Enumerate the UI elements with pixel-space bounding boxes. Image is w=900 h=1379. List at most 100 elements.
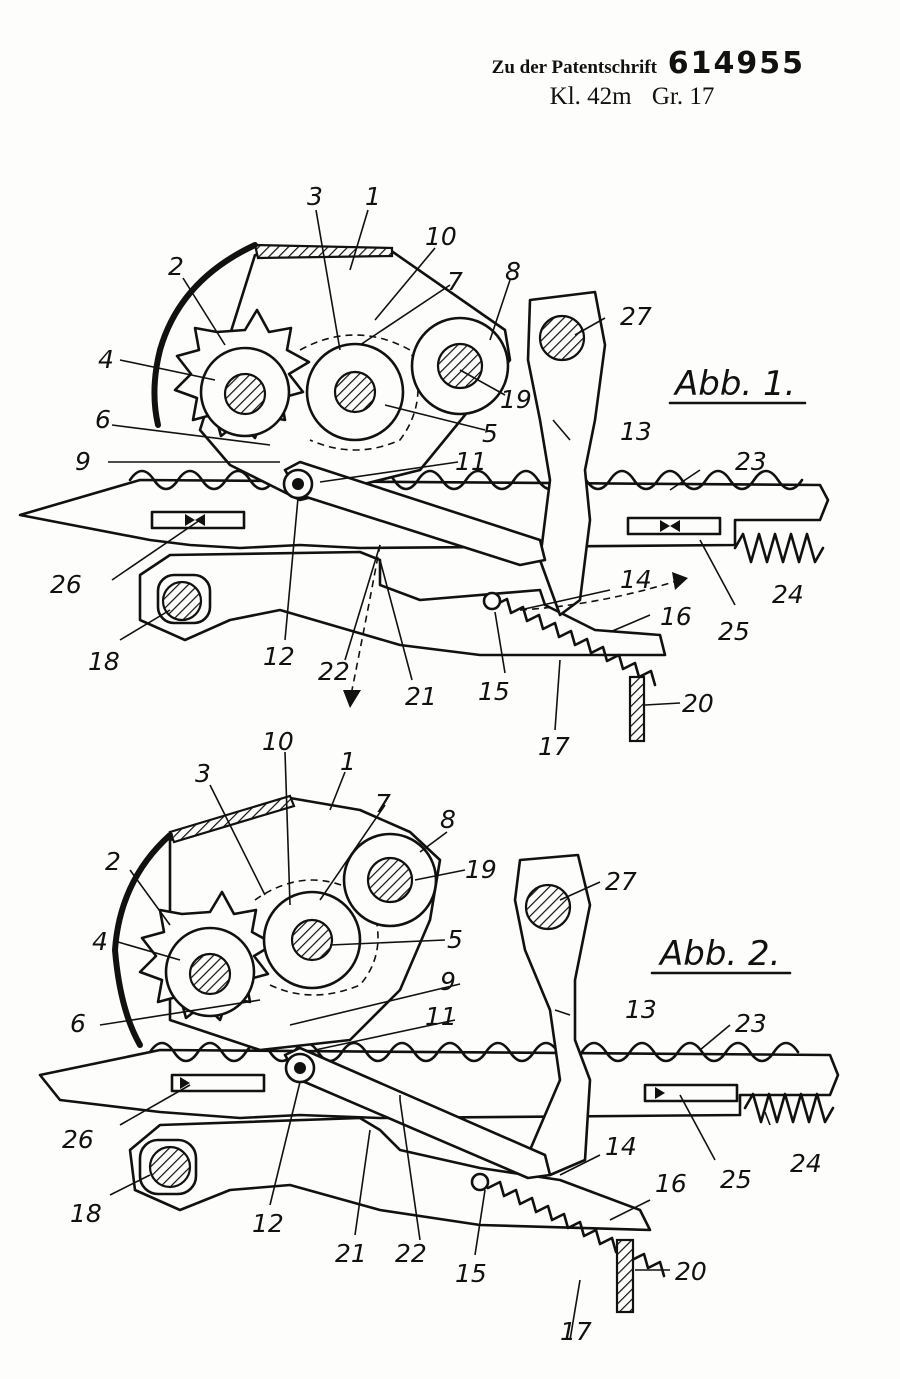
fig1-pin-12-dot — [292, 478, 304, 490]
fig2-label-10: 10 — [262, 727, 294, 756]
fig2-shaft-19 — [366, 856, 414, 904]
fig2-rocker-13 — [513, 853, 592, 1177]
fig2-slot-25-mark — [655, 1087, 665, 1099]
fig1-pivot-18 — [161, 580, 203, 622]
fig2-slot-26-mark — [180, 1077, 190, 1089]
fig1-pin-15 — [482, 591, 502, 611]
fig1-label-5: 5 — [482, 419, 498, 448]
fig1-label-26: 26 — [50, 570, 82, 599]
fig2-label-12: 12 — [252, 1209, 284, 1238]
header-prefix: Zu der Patentschrift — [491, 57, 657, 78]
fig2-base-plate — [38, 1048, 840, 1120]
fig2-dashed-path — [254, 879, 379, 996]
fig1-label-19: 19 — [500, 385, 532, 414]
fig1-label-3: 3 — [307, 182, 323, 211]
fig2-label-8: 8 — [440, 805, 456, 834]
fig2-label-22: 22 — [395, 1239, 427, 1268]
fig1-arrow-down — [343, 690, 361, 708]
fig2-label-4: 4 — [92, 927, 108, 956]
fig2-cover-plate — [168, 794, 296, 844]
fig2-label-2: 2 — [105, 847, 121, 876]
fig1-label-11: 11 — [455, 447, 487, 476]
fig2-label-9: 9 — [440, 967, 456, 996]
header-line-2: Kl. 42m Gr. 17 — [492, 83, 805, 111]
fig2-casing-arc — [112, 832, 173, 1048]
patent-header: Zu der Patentschrift 614955 Kl. 42m Gr. … — [492, 46, 805, 111]
fig2-label-21: 21 — [335, 1239, 367, 1268]
fig2-shaft-5 — [290, 918, 334, 962]
fig1-label-24: 24 — [772, 580, 804, 609]
fig1-casing-arc — [151, 242, 258, 428]
fig1-label-1: 1 — [365, 182, 381, 211]
fig2-spring-24 — [743, 1092, 835, 1124]
figure-1: 3 1 2 4 6 9 10 7 8 19 5 11 27 13 23 Abb.… — [18, 182, 830, 761]
fig1-label-22: 22 — [318, 657, 350, 686]
fig1-label-9: 9 — [75, 447, 91, 476]
fig1-label-21: 21 — [405, 682, 437, 711]
fig2-label-5: 5 — [447, 925, 463, 954]
fig2-pin-15 — [470, 1172, 490, 1192]
fig1-spring-24 — [733, 532, 825, 564]
fig1-shaft-4 — [223, 372, 267, 416]
fig1-slot-25-mark — [660, 520, 680, 532]
fig2-pivot-18 — [148, 1145, 192, 1189]
fig2-label-17: 17 — [560, 1317, 592, 1346]
fig2-label-13: 13 — [625, 995, 657, 1024]
fig2-label-11: 11 — [425, 1002, 457, 1031]
fig1-label-20: 20 — [682, 689, 714, 718]
fig1-label-6: 6 — [95, 405, 111, 434]
fig2-slot-25 — [643, 1083, 739, 1103]
fig2-label-6: 6 — [70, 1009, 86, 1038]
fig2-label-3: 3 — [195, 759, 211, 788]
fig1-label-7: 7 — [447, 267, 463, 296]
fig1-label-13: 13 — [620, 417, 652, 446]
figure-2: 3 10 1 7 8 19 2 4 5 6 9 11 27 Abb. 2. 13… — [38, 727, 840, 1346]
fig1-label-18: 18 — [88, 647, 120, 676]
fig1-label-4: 4 — [98, 345, 114, 374]
fig1-swing-path — [351, 544, 381, 691]
fig1-arrow-right — [672, 572, 688, 590]
fig1-slot-26-mark — [185, 514, 205, 526]
fig2-pin-12-dot — [294, 1062, 306, 1074]
fig2-title: Abb. 2. — [658, 934, 780, 974]
fig1-leaders — [108, 209, 736, 731]
fig1-label-12: 12 — [263, 642, 295, 671]
fig1-label-15: 15 — [478, 677, 510, 706]
fig1-label-23: 23 — [735, 447, 767, 476]
fig2-label-14: 14 — [605, 1132, 637, 1161]
patent-group: Gr. 17 — [651, 83, 715, 110]
fig2-label-7: 7 — [375, 789, 391, 818]
fig1-label-14: 14 — [620, 565, 652, 594]
fig2-label-23: 23 — [735, 1009, 767, 1038]
fig2-spring-17 — [486, 1180, 666, 1278]
fig2-label-24: 24 — [790, 1149, 822, 1178]
fig2-leaders — [99, 751, 771, 1341]
fig1-label-17: 17 — [538, 732, 570, 761]
fig1-title: Abb. 1. — [673, 364, 795, 404]
fig1-pivot-27 — [538, 314, 586, 362]
fig2-label-15: 15 — [455, 1259, 487, 1288]
fig1-spring-17 — [493, 597, 657, 687]
patent-number: 614955 — [667, 46, 805, 81]
fig2-label-18: 18 — [70, 1199, 102, 1228]
fig2-label-26: 26 — [62, 1125, 94, 1154]
fig1-label-25: 25 — [718, 617, 750, 646]
fig2-label-20: 20 — [675, 1257, 707, 1286]
fig1-swing-path-2 — [519, 579, 681, 611]
fig1-label-8: 8 — [505, 257, 521, 286]
fig1-stop-20 — [628, 675, 646, 743]
fig1-dashed-path — [299, 334, 419, 451]
fig2-stop-20 — [615, 1238, 635, 1314]
fig2-pivot-27 — [524, 883, 572, 931]
fig1-shaft-5 — [333, 370, 377, 414]
fig1-shaft-19 — [436, 342, 484, 390]
fig2-label-19: 19 — [465, 855, 497, 884]
fig2-label-1: 1 — [340, 747, 356, 776]
fig1-rocker-13 — [526, 290, 607, 617]
fig1-label-2: 2 — [168, 252, 184, 281]
fig2-label-16: 16 — [655, 1169, 687, 1198]
fig2-slot-26 — [170, 1073, 266, 1093]
fig1-label-27: 27 — [620, 302, 652, 331]
fig2-label-27: 27 — [605, 867, 637, 896]
